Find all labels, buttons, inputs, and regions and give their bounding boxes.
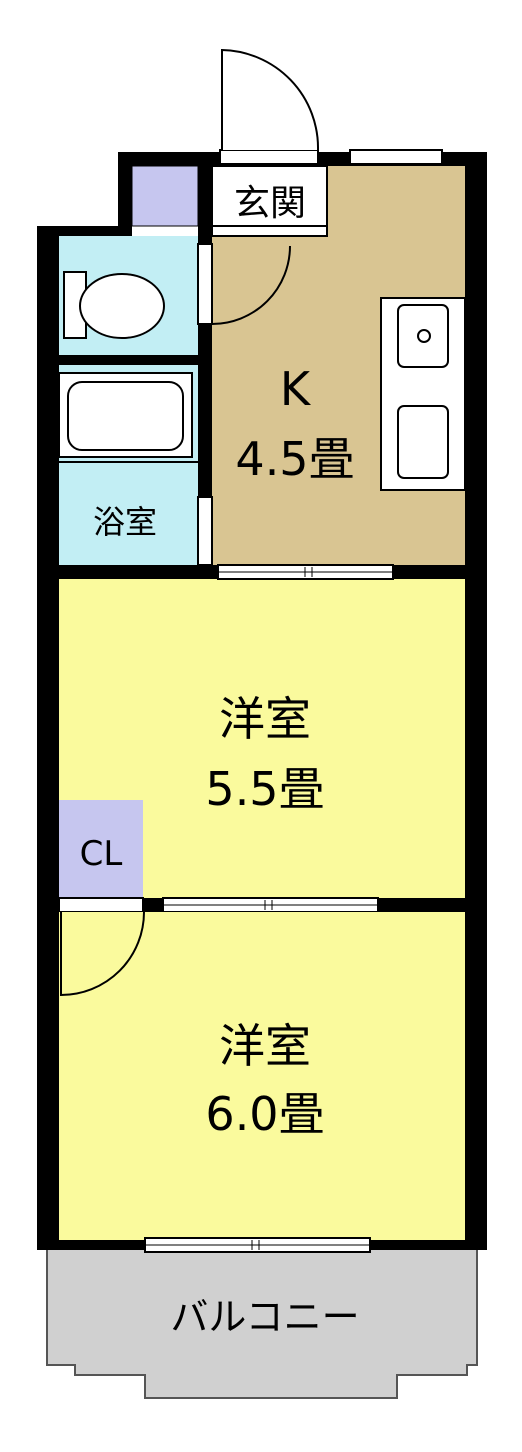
western-room-1-label: 洋室 (219, 692, 311, 746)
balcony-window (144, 1237, 371, 1253)
western-room-2-size: 6.0畳 (205, 1087, 324, 1141)
western-room-2: 洋室 6.0畳 (59, 911, 465, 1240)
kitchen-label: K (280, 362, 312, 416)
window-top (349, 149, 443, 165)
sliding-door-rooms (162, 897, 379, 913)
closet-door-swing (60, 911, 145, 997)
stove (397, 405, 449, 479)
toilet-room (59, 236, 291, 355)
western-room-2-label: 洋室 (219, 1019, 311, 1073)
bath: 浴室 (58, 365, 213, 566)
kitchen-size: 4.5畳 (235, 432, 354, 486)
entrance: 玄関 (211, 48, 443, 237)
balcony-label: バルコニー (170, 1295, 359, 1339)
balcony: バルコニー (46, 1246, 478, 1399)
bath-label: 浴室 (93, 503, 157, 541)
entrance-door-frame (219, 149, 319, 165)
entrance-label: 玄関 (234, 183, 306, 224)
western-room-1-size: 5.5畳 (205, 762, 324, 816)
closet: CL (58, 800, 144, 913)
entrance-door-swing (221, 48, 320, 151)
shoe-storage (131, 165, 199, 227)
closet-label: CL (80, 834, 123, 874)
